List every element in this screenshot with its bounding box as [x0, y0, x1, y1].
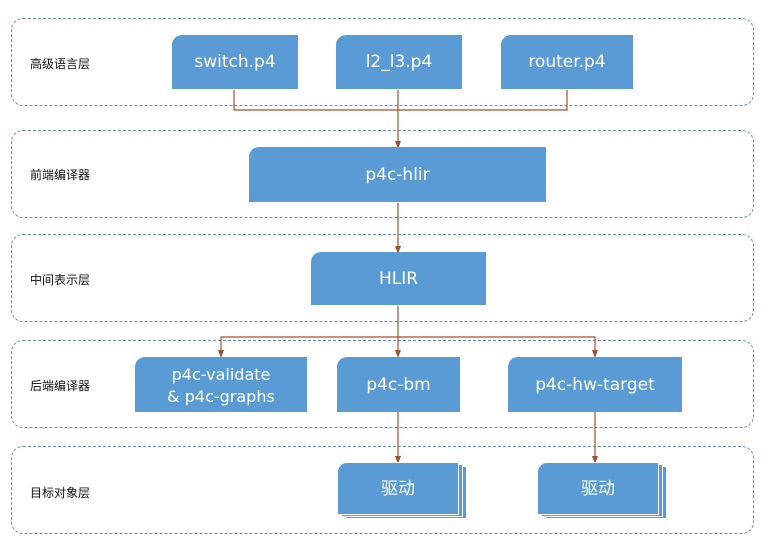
- layer-label-intermediate-representation: 中间表示层: [30, 273, 91, 287]
- wire-switch-down: [233, 90, 398, 111]
- node-switch-p4[interactable]: switch.p4: [172, 35, 298, 89]
- layer-back-end-compiler: [11, 340, 754, 428]
- layer-label-front-end-compiler: 前端编译器: [30, 168, 91, 182]
- layer-intermediate-representation: [11, 234, 754, 322]
- wire-router-down: [398, 90, 568, 111]
- layer-high-level-language: [11, 18, 754, 106]
- layer-label-high-level-language: 高级语言层: [30, 57, 91, 71]
- node-p4c-hw-target[interactable]: p4c-hw-target: [508, 357, 682, 412]
- layer-front-end-compiler: [11, 130, 754, 218]
- node-p4c-validate-line1: p4c-validate: [171, 364, 271, 384]
- node-p4c-validate-graphs[interactable]: p4c-validate & p4c-graphs: [135, 357, 307, 412]
- node-p4c-hlir[interactable]: p4c-hlir: [249, 147, 546, 202]
- layer-label-back-end-compiler: 后端编译器: [30, 379, 91, 393]
- wire-to-hw-target: [398, 336, 598, 358]
- layer-label-target-object: 目标对象层: [30, 486, 91, 500]
- node-p4c-validate-line2: & p4c-graphs: [167, 386, 275, 406]
- node-l2-l3-p4[interactable]: l2_l3.p4: [336, 35, 462, 89]
- node-p4c-bm[interactable]: p4c-bm: [337, 357, 460, 412]
- node-router-p4[interactable]: router.p4: [501, 35, 633, 89]
- wire-to-validate: [218, 336, 398, 358]
- node-driver-1[interactable]: 驱动: [337, 462, 459, 515]
- node-hlir[interactable]: HLIR: [311, 252, 486, 305]
- layer-target-object: [11, 446, 754, 534]
- node-driver-2[interactable]: 驱动: [537, 462, 659, 515]
